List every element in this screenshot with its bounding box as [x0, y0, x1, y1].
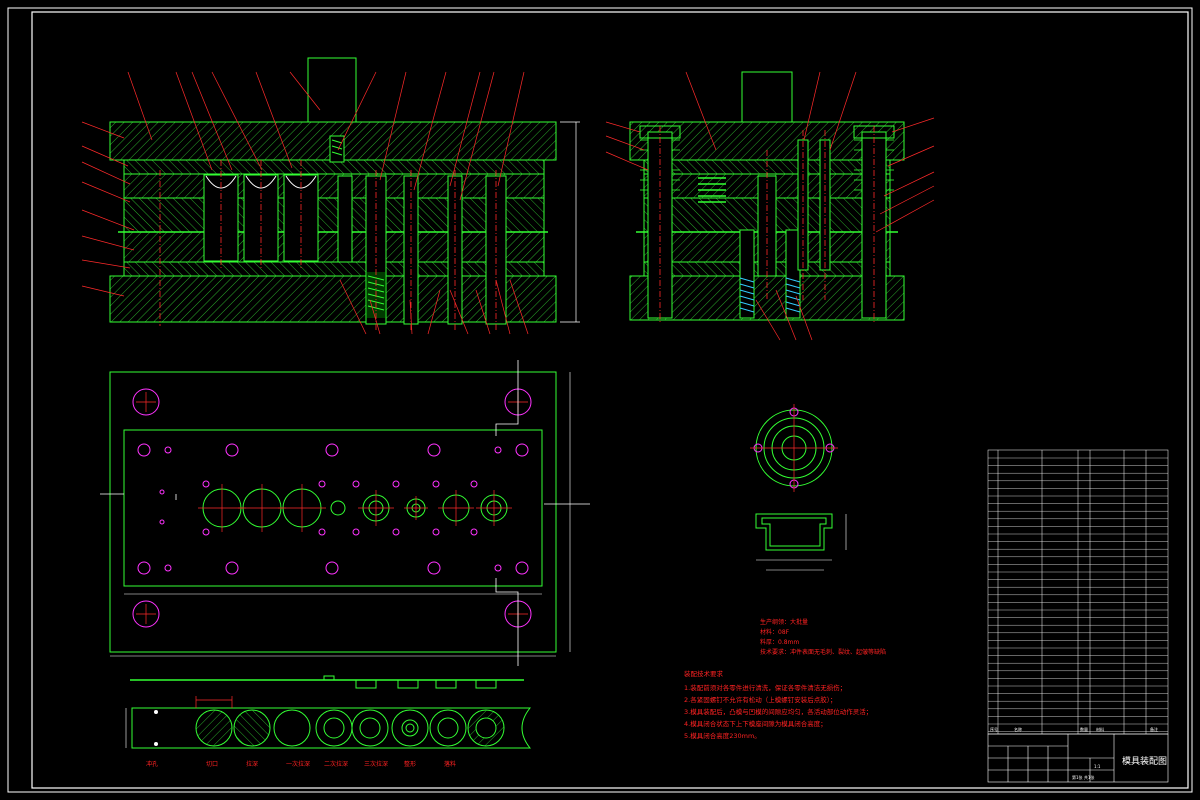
tech-req-0: 1.装配前须对各零件进行清洗，保证各零件清洁无损伤；: [684, 683, 846, 692]
front-section-view: [81, 57, 580, 335]
side-section-view: [605, 71, 935, 341]
note-line-2: 料厚：0.8mm: [760, 638, 799, 646]
inner-frame: [31, 11, 1189, 789]
tech-req-4: 5.模具闭合高度230mm。: [684, 731, 761, 740]
bom-table: [987, 449, 1169, 735]
bom-header-4: 备注: [1150, 726, 1158, 732]
tech-req-heading: 装配技术要求: [684, 669, 724, 678]
bom-header-1: 名称: [1014, 726, 1022, 732]
outer-frame: [7, 7, 1193, 793]
strip-label-2: 拉深: [246, 760, 258, 768]
drawing-sheet: 第1张 共1张: [1072, 774, 1094, 780]
note-line-3: 技术要求：冲件表面无毛刺、裂纹、起皱等缺陷: [760, 648, 886, 656]
note-line-0: 生产纲领：大批量: [760, 618, 808, 626]
note-line-1: 材料：08F: [760, 628, 790, 636]
strip-label-4: 二次拉深: [324, 760, 348, 768]
strip-label-5: 三次拉深: [364, 760, 388, 768]
strip-label-7: 落料: [444, 760, 456, 768]
bom-header-3: 材料: [1096, 726, 1104, 732]
strip-station-labels: 冲孔 切口 拉深 一次拉深 二次拉深 三次拉深 整形 落料: [146, 760, 456, 768]
product-notes: 生产纲领：大批量 材料：08F 料厚：0.8mm 技术要求：冲件表面无毛刺、裂纹…: [760, 618, 886, 656]
title-block: [987, 733, 1169, 783]
tech-req-3: 4.模具闭合状态下上下模座间隙为模具闭合高度；: [684, 719, 827, 728]
bom-rows: [988, 457, 1168, 732]
drawing-title: 模具装配图: [1122, 755, 1167, 767]
strip-label-0: 冲孔: [146, 760, 158, 768]
tech-req-2: 3.模具装配后，凸模与凹模的间隙应均匀，各活动部位动作灵活；: [684, 707, 872, 716]
tech-req-1: 2.各紧固螺钉不允许有松动（上模螺钉安装后点胶）；: [684, 695, 836, 704]
bom-header-2: 数量: [1080, 726, 1088, 732]
strip-label-3: 一次拉深: [286, 760, 310, 768]
strip-label-1: 切口: [206, 761, 218, 768]
bom-header-0: 序号: [990, 726, 998, 732]
plan-view: [100, 360, 590, 666]
strip-label-6: 整形: [404, 760, 416, 768]
drawing-scale: 1:1: [1094, 764, 1101, 769]
strip-layout: [125, 675, 532, 749]
tech-requirements: 装配技术要求 1.装配前须对各零件进行清洗，保证各零件清洁无损伤； 2.各紧固螺…: [684, 669, 872, 740]
part-detail: [750, 404, 847, 571]
